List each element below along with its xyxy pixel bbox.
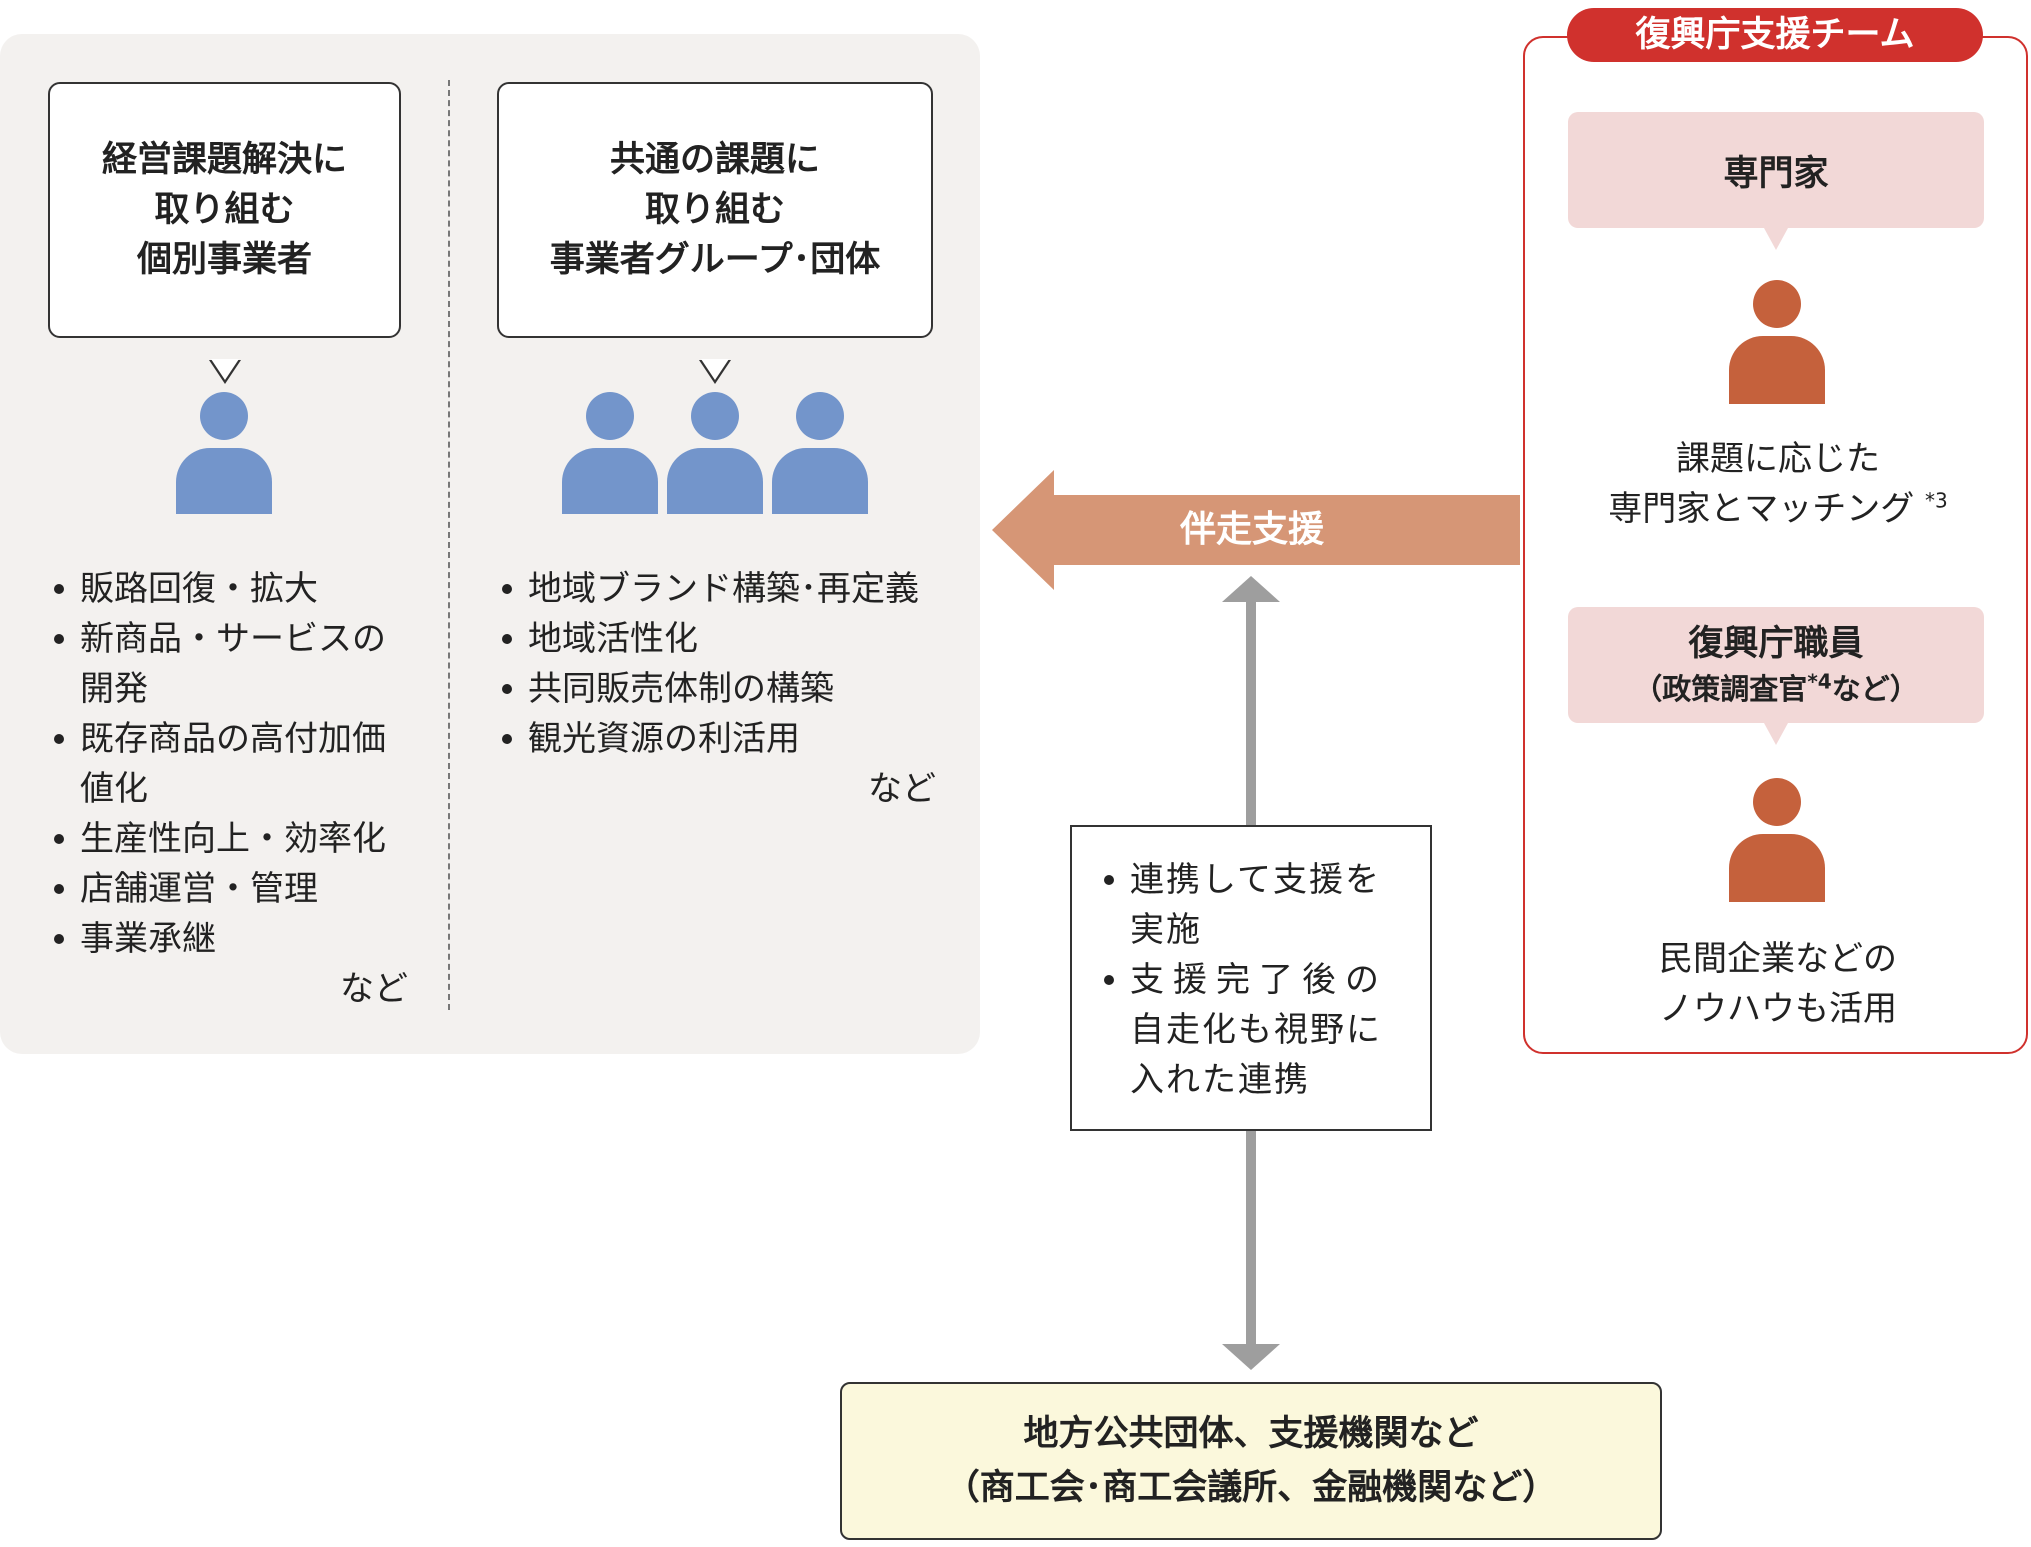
list-item: 観光資源の利活用 <box>500 714 936 764</box>
list-item: 販路回復・拡大 <box>52 564 408 614</box>
list-item: 新商品・サービスの開発 <box>52 614 408 714</box>
group-person-icon <box>772 392 868 514</box>
bubble-line: 経営課題解決に <box>101 140 347 180</box>
panel-divider <box>448 80 450 1010</box>
etc-label: など <box>340 969 408 1009</box>
list-item: 店舗運営・管理 <box>52 864 408 914</box>
list-item: 事業承継 <box>52 914 408 964</box>
etc-label: など <box>868 769 936 809</box>
expert-person-icon <box>1729 280 1825 404</box>
list-item: 既存商品の高付加価値化 <box>52 714 408 814</box>
staff-title: 復興庁職員 <box>1688 624 1864 664</box>
list-item: 共同販売体制の構築 <box>500 664 936 714</box>
bottom-line: 地方公共団体、支援機関など <box>1023 1414 1479 1454</box>
staff-desc-line: 民間企業などの <box>1659 939 1897 979</box>
cooperation-box: 連携して支援を実施 支援完了後の自走化も視野に入れた連携 <box>1070 825 1432 1131</box>
list-item: 生産性向上・効率化 <box>52 814 408 864</box>
list-item: 支援完了後の自走化も視野に入れた連携 <box>1102 955 1404 1105</box>
individual-issue-list: 販路回復・拡大 新商品・サービスの開発 既存商品の高付加価値化 生産性向上・効率… <box>52 564 408 1014</box>
staff-subtitle: （政策調査官*4など） <box>1633 669 1919 706</box>
support-arrow-label: 伴走支援 <box>1179 509 1324 550</box>
footnote-marker: *4 <box>1807 669 1832 694</box>
staff-desc-line: ノウハウも活用 <box>1659 989 1897 1029</box>
expert-title: 専門家 <box>1723 153 1829 194</box>
bubble-line: 取り組む <box>154 190 295 230</box>
staff-description: 民間企業などの ノウハウも活用 <box>1540 934 2016 1034</box>
connector-down-arrowhead <box>1222 1344 1280 1370</box>
group-person-icon <box>562 392 658 514</box>
bubble-line: 共通の課題に <box>609 140 820 180</box>
individual-business-bubble: 経営課題解決に 取り組む 個別事業者 <box>48 82 401 384</box>
local-support-organizations-box: 地方公共団体、支援機関など （商工会･商工会議所、金融機関など） <box>840 1382 1662 1540</box>
expert-box-tail <box>1764 228 1788 250</box>
bubble-line: 事業者グループ･団体 <box>549 240 881 280</box>
expert-box: 専門家 <box>1568 112 1984 250</box>
footnote-marker: *3 <box>1925 488 1948 513</box>
group-person-icon <box>667 392 763 514</box>
support-arrow-shape <box>992 470 1520 590</box>
group-issue-list: 地域ブランド構築･再定義 地域活性化 共同販売体制の構築 観光資源の利活用 など <box>500 564 936 814</box>
individual-person-icon <box>176 392 272 514</box>
expert-description: 課題に応じた 専門家とマッチング *3 <box>1540 434 2016 534</box>
staff-person-icon <box>1729 778 1825 902</box>
list-item: 連携して支援を実施 <box>1102 855 1404 955</box>
list-item: 地域ブランド構築･再定義 <box>500 564 936 614</box>
bubble-line: 個別事業者 <box>136 240 312 280</box>
bottom-line: （商工会･商工会議所、金融機関など） <box>944 1468 1558 1508</box>
expert-desc-line: 専門家とマッチング *3 <box>1608 488 1948 529</box>
connector-up-arrowhead <box>1222 576 1280 602</box>
business-group-bubble: 共通の課題に 取り組む 事業者グループ･団体 <box>497 82 933 384</box>
expert-desc-line: 課題に応じた <box>1676 439 1880 479</box>
agency-staff-box: 復興庁職員 （政策調査官*4など） <box>1568 607 1984 745</box>
support-arrow <box>992 470 1520 590</box>
list-item: 地域活性化 <box>500 614 936 664</box>
staff-box-tail <box>1764 723 1788 745</box>
team-label-badge: 復興庁支援チーム <box>1567 8 1983 62</box>
bubble-line: 取り組む <box>644 190 785 230</box>
